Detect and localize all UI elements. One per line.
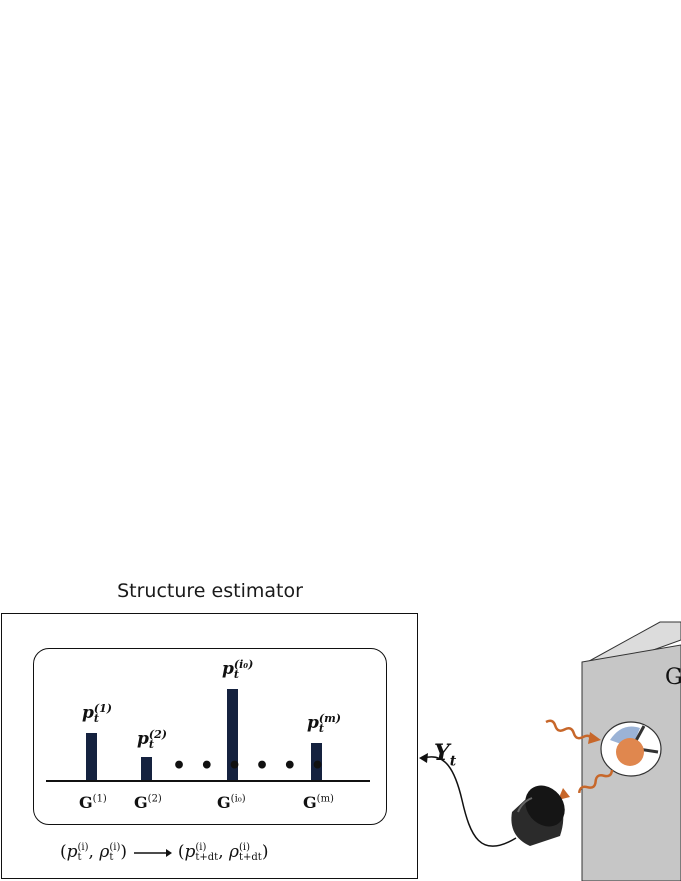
p-label-2: p(2)t (137, 727, 167, 751)
g-label-1: G(1) (79, 793, 107, 812)
box-label: G (665, 665, 681, 690)
ellipsis-right: • • • (255, 753, 328, 779)
baseline-axis (46, 780, 370, 782)
signal-label: Yt (434, 740, 457, 770)
g-label-2: G(2) (134, 793, 162, 812)
g-label-i0: G(i₀) (217, 793, 246, 812)
ellipsis-left: • • • (172, 753, 245, 779)
signal-cable (423, 756, 517, 848)
p-label-1: p(1)t (82, 701, 112, 725)
p-label-m: p(m)t (307, 711, 341, 735)
bar-m (311, 743, 322, 781)
signal-arrowhead-icon (419, 753, 428, 763)
detector-icon (511, 785, 565, 846)
outgoing-photon-icon (577, 769, 614, 794)
bar-2 (141, 757, 152, 781)
probability-panel (33, 648, 387, 825)
incoming-photon-icon (545, 719, 594, 742)
update-equation: (p(i)t, ρ(i)t) (p(i)t+dt, ρ(i)t+dt) (60, 841, 269, 863)
p-label-i0: p(i₀)t (222, 657, 254, 681)
particle-icon (616, 738, 644, 766)
estimator-frame (1, 613, 418, 879)
structure-estimator-title: Structure estimator (117, 580, 303, 602)
g-label-m: G(m) (303, 793, 334, 812)
update-arrow-icon (134, 848, 173, 857)
bar-i0 (227, 689, 238, 781)
bar-1 (86, 733, 97, 781)
